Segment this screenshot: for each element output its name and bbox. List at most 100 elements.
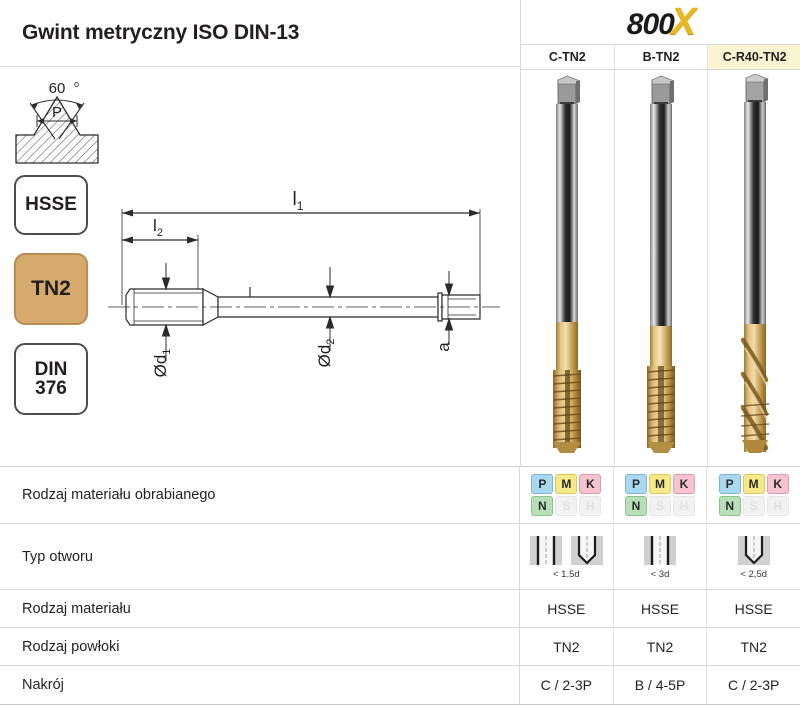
badge-din-line1: DIN (34, 358, 68, 380)
hole-icons-c-r40-tn2: < 2,5d (707, 524, 800, 589)
chamfer-c-tn2: C / 2-3P (520, 666, 614, 704)
product-photo-b-tn2[interactable] (615, 70, 709, 466)
chip-s: S (742, 496, 765, 516)
spec-row-material-grade: Rodzaj materiału HSSE HSSE HSSE (0, 590, 800, 628)
chip-n[interactable]: N (531, 496, 554, 516)
chip-h: H (579, 496, 602, 516)
coating-c-tn2: TN2 (520, 628, 614, 665)
spec-label-material-grade: Rodzaj materiału (0, 590, 520, 627)
product-photo-c-tn2[interactable] (521, 70, 615, 466)
chip-h: H (673, 496, 695, 516)
chamfer-c-r40-tn2: C / 2-3P (728, 677, 780, 693)
hole-icon-pair: < 1.5d (529, 533, 604, 580)
title-bar: Gwint metryczny ISO DIN-13 (0, 0, 520, 67)
spec-row-coating-type: Rodzaj powłoki TN2 TN2 TN2 (0, 628, 800, 666)
tap-image-straight-1 (553, 75, 582, 453)
spec-row-material-type: Rodzaj materiału obrabianego P M K N S H… (0, 467, 800, 524)
material-chip-grid: P M K N S H (625, 474, 695, 516)
chip-s: S (555, 496, 578, 516)
spec-cells-hole-type: < 1.5d < 3d (520, 524, 800, 589)
hole-depth-label: < 3d (650, 569, 670, 580)
spec-cells-material-type: P M K N S H P M K N S H (520, 467, 800, 523)
spec-cells-chamfer: C / 2-3P B / 4-5P C / 2-3P (520, 666, 800, 704)
spec-cells-coating-type: TN2 TN2 TN2 (520, 628, 800, 665)
through-hole-icon (529, 536, 562, 565)
tap-image-straight-2 (646, 75, 676, 453)
dim-a-label: a (434, 342, 453, 352)
material-chips-c-tn2: P M K N S H (520, 467, 614, 523)
blind-hole-icon (570, 536, 603, 565)
spec-cells-material-grade: HSSE HSSE HSSE (520, 590, 800, 627)
hole-icon-single: < 3d (643, 533, 677, 580)
material-chips-b-tn2: P M K N S H (614, 467, 708, 523)
dim-d1-label: Ød1 (151, 349, 173, 378)
chip-k[interactable]: K (766, 474, 789, 494)
chip-m[interactable]: M (649, 474, 671, 494)
badge-hsse-label: HSSE (25, 194, 77, 216)
spec-label-hole-type: Typ otworu (0, 524, 520, 589)
logo-800-text: 800 (626, 8, 675, 41)
badge-din-line2: 376 (35, 378, 67, 399)
column-header-b-tn2[interactable]: B-TN2 (615, 45, 709, 69)
chip-h: H (766, 496, 789, 516)
material-grade-b-tn2: HSSE (614, 590, 708, 627)
spec-label-chamfer: Nakrój (0, 666, 520, 704)
spec-row-hole-type: Typ otworu (0, 524, 800, 590)
material-chip-grid: P M K N S H (531, 474, 602, 516)
svg-text:P: P (52, 104, 62, 121)
logo-x-text: X (670, 1, 696, 43)
chip-p[interactable]: P (531, 474, 554, 494)
badge-din: DIN 376 (14, 343, 88, 415)
thread-profile-icon: 60 o P (15, 79, 99, 164)
chip-n[interactable]: N (625, 496, 647, 516)
hole-group (529, 533, 604, 567)
tap-technical-drawing: l1 l2 Ød1 Ød2 a (108, 189, 500, 378)
badge-tn2-label: TN2 (31, 277, 71, 301)
coating-b-tn2: TN2 (614, 628, 708, 665)
hole-icons-b-tn2: < 3d (614, 524, 708, 589)
svg-text:o: o (74, 79, 79, 89)
dim-l2-label: l2 (153, 216, 163, 239)
hole-depth-label: < 2,5d (740, 569, 768, 580)
badge-tn2: TN2 (14, 253, 88, 325)
chip-p[interactable]: P (718, 474, 741, 494)
hole-icon-single: < 2,5d (737, 533, 771, 580)
through-hole-icon (644, 536, 676, 565)
material-chip-grid: P M K N S H (718, 474, 789, 516)
spec-label-material-type: Rodzaj materiału obrabianego (0, 467, 520, 523)
column-header-c-r40-tn2[interactable]: C-R40-TN2 (708, 45, 800, 69)
chip-k[interactable]: K (673, 474, 695, 494)
chip-p[interactable]: P (625, 474, 647, 494)
hole-depth-label: < 1.5d (552, 569, 580, 580)
coating-c-r40-tn2: TN2 (740, 638, 767, 655)
spec-label-coating-type: Rodzaj powłoki (0, 628, 520, 665)
page-title: Gwint metryczny ISO DIN-13 (22, 21, 300, 44)
hole-icons-c-tn2: < 1.5d (520, 524, 614, 589)
column-headers: C-TN2 B-TN2 C-R40-TN2 (521, 44, 800, 70)
blind-hole-icon (737, 536, 770, 565)
material-grade-c-r40-tn2: HSSE (734, 600, 773, 617)
material-chips-c-r40-tn2: P M K N S H (707, 467, 800, 523)
dim-l1-label: l1 (293, 189, 304, 213)
dim-d2-label: Ød2 (315, 339, 337, 368)
svg-text:60: 60 (49, 80, 66, 97)
chamfer-b-tn2: B / 4-5P (614, 666, 708, 704)
spec-row-chamfer: Nakrój C / 2-3P B / 4-5P C / 2-3P (0, 666, 800, 705)
tap-image-spiral (740, 74, 769, 453)
specification-table: Rodzaj materiału obrabianego P M K N S H… (0, 466, 800, 705)
chip-m[interactable]: M (742, 474, 765, 494)
column-header-c-tn2[interactable]: C-TN2 (521, 45, 615, 69)
badge-din-label: DIN 376 (34, 358, 68, 399)
left-panel: 60 o P HSSE TN2 DIN 376 (0, 67, 520, 466)
badge-hsse: HSSE (14, 175, 88, 235)
chip-k[interactable]: K (579, 474, 602, 494)
chip-s: S (649, 496, 671, 516)
chip-m[interactable]: M (555, 474, 578, 494)
product-photo-c-r40-tn2[interactable] (708, 70, 800, 466)
product-photo-row (521, 70, 800, 466)
chip-n[interactable]: N (718, 496, 741, 516)
